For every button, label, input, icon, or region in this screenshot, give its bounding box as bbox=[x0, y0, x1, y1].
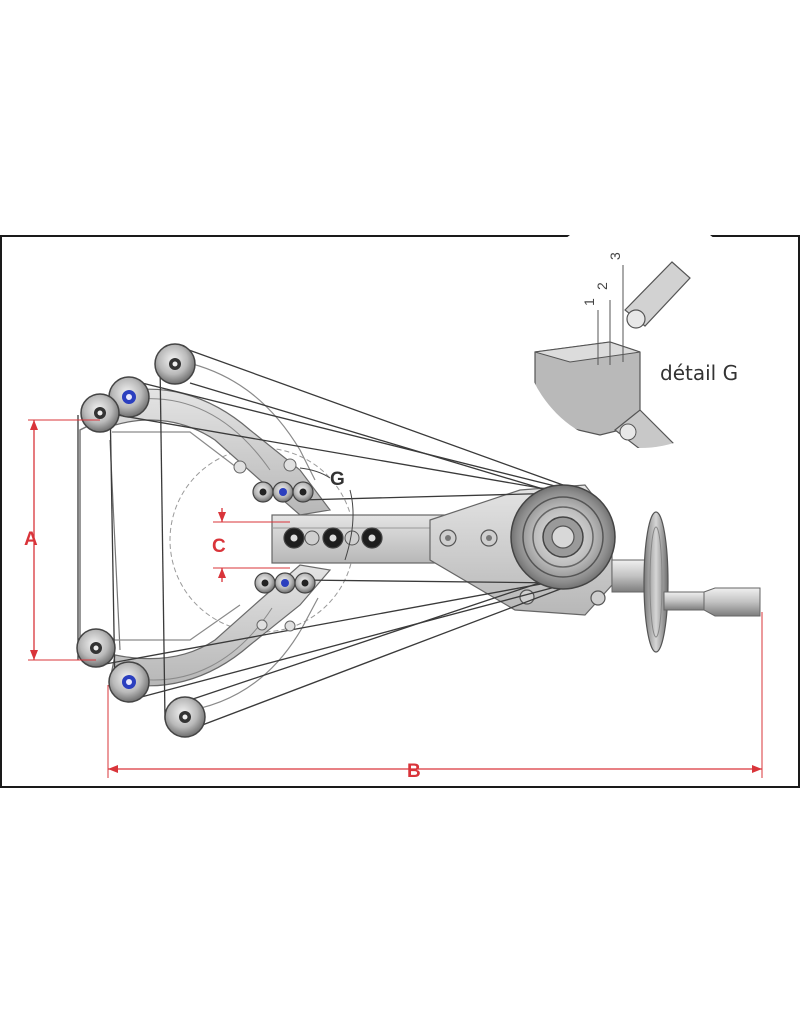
detail-number-2: 2 bbox=[594, 282, 610, 290]
handle-shaft bbox=[663, 587, 761, 617]
abrasive-belt bbox=[77, 344, 564, 736]
detail-number-3: 3 bbox=[607, 252, 623, 260]
detail-title: détail G bbox=[660, 361, 738, 385]
dimension-c-label: C bbox=[212, 536, 226, 557]
detail-marker-g: G bbox=[299, 467, 354, 561]
dimension-a-label: A bbox=[24, 529, 38, 550]
pulley-bottom-left bbox=[76, 628, 116, 668]
dimension-b-label: B bbox=[407, 761, 421, 782]
upper-roller-cluster bbox=[233, 458, 314, 503]
pulley-bottom-outer bbox=[164, 696, 206, 738]
lower-roller-cluster bbox=[254, 572, 316, 632]
pulley-top-left bbox=[80, 393, 120, 433]
dimension-a bbox=[28, 419, 100, 661]
detail-marker-label: G bbox=[330, 469, 345, 490]
pulley-bottom-blue bbox=[108, 661, 150, 703]
drive-drum bbox=[510, 484, 616, 590]
pulley-top-blue bbox=[108, 376, 150, 418]
dimension-b bbox=[107, 612, 763, 778]
center-roller-row bbox=[283, 527, 383, 549]
detail-number-1: 1 bbox=[581, 298, 597, 306]
pulley-top-outer bbox=[154, 343, 196, 385]
handwheel bbox=[611, 511, 669, 653]
dimension-c bbox=[213, 508, 290, 582]
detail-g-inset: 1 2 3 détail G bbox=[522, 212, 758, 448]
left-frame bbox=[79, 419, 241, 651]
